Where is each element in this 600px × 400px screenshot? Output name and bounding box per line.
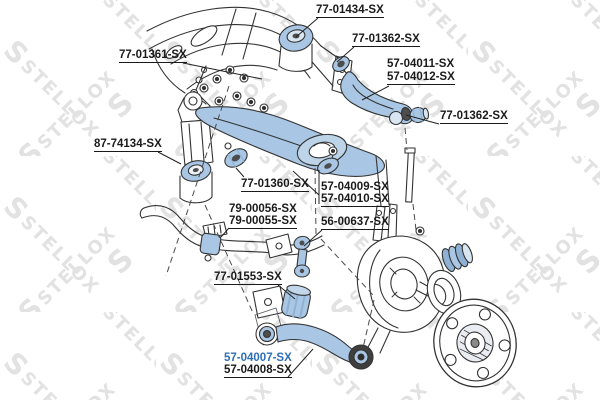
stabilizer-clamp <box>199 221 228 262</box>
part-label-77-01362-sx-right: 77-01362-SX <box>440 110 508 124</box>
part-label-57-04012-sx: 57-04012-SX <box>387 71 455 85</box>
part-label-77-01434-sx: 77-01434-SX <box>316 4 384 18</box>
subframe-bolts <box>199 65 269 113</box>
part-label-87-74134-sx: 87-74134-SX <box>94 138 162 152</box>
part-label-77-01360-sx: 77-01360-SX <box>241 178 309 192</box>
part-label-77-01362-sx-top: 77-01362-SX <box>352 33 420 47</box>
leader-lines <box>157 17 440 378</box>
lower-control-arm <box>183 91 390 207</box>
lower-arm-rear-bushing <box>317 146 339 175</box>
part-label-77-01361-sx: 77-01361-SX <box>119 49 187 63</box>
part-label-79-00056-sx: 79-00056-SX <box>229 203 297 215</box>
lower-arm-front-bushing <box>224 142 248 168</box>
part-label-56-00637-sx: 56-00637-SX <box>321 216 389 230</box>
construction-lines <box>165 85 417 349</box>
part-label-57-04009-sx: 57-04009-SX <box>321 181 389 193</box>
part-label-79-00055-sx: 79-00055-SX <box>229 215 297 229</box>
wheel-hub <box>433 298 517 388</box>
knuckle <box>356 203 448 354</box>
part-label-57-04007-sx[interactable]: 57-04007-SX <box>224 352 292 364</box>
part-label-57-04010-sx: 57-04010-SX <box>321 193 389 207</box>
wheel-bearing <box>441 243 473 273</box>
track-rod <box>254 307 374 370</box>
stabilizer-bar <box>139 205 325 319</box>
part-label-77-01553-sx: 77-01553-SX <box>214 271 282 285</box>
trailing-arm-bushing <box>281 284 312 319</box>
strut-bushing <box>180 160 212 182</box>
upper-arm-front-bushing <box>332 56 350 72</box>
subframe-bushing <box>278 24 314 72</box>
part-label-57-04011-sx: 57-04011-SX <box>387 58 455 70</box>
part-label-57-04008-sx: 57-04008-SX <box>224 364 292 378</box>
